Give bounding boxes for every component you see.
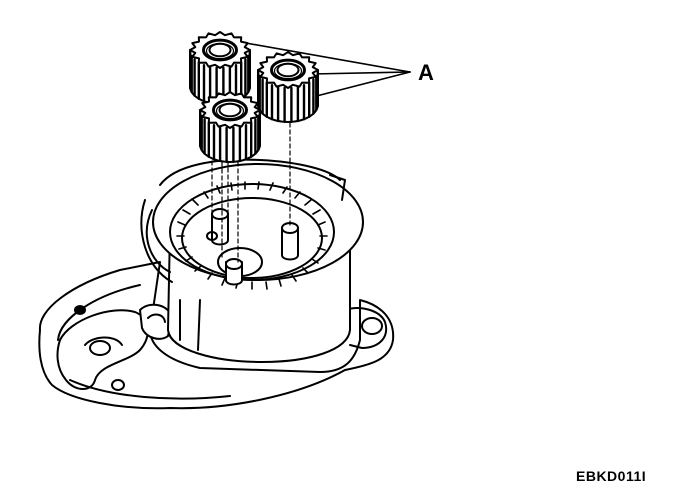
gear-hub <box>270 58 306 82</box>
gear-bore-rim <box>273 62 303 80</box>
callout-label: A <box>418 60 434 85</box>
figure-code: EBKD011I <box>576 468 647 484</box>
gear-bore-rim <box>215 102 245 120</box>
gear-face <box>199 91 261 129</box>
planetary-gear <box>199 91 261 164</box>
housing <box>38 158 395 410</box>
planetary-gear <box>257 51 319 124</box>
gear-hub <box>212 98 248 122</box>
gear-hub <box>202 38 238 62</box>
planet-pins <box>206 208 299 286</box>
gear-face <box>189 31 251 69</box>
gear-bore-rim <box>205 42 235 60</box>
gear-face <box>257 51 319 89</box>
